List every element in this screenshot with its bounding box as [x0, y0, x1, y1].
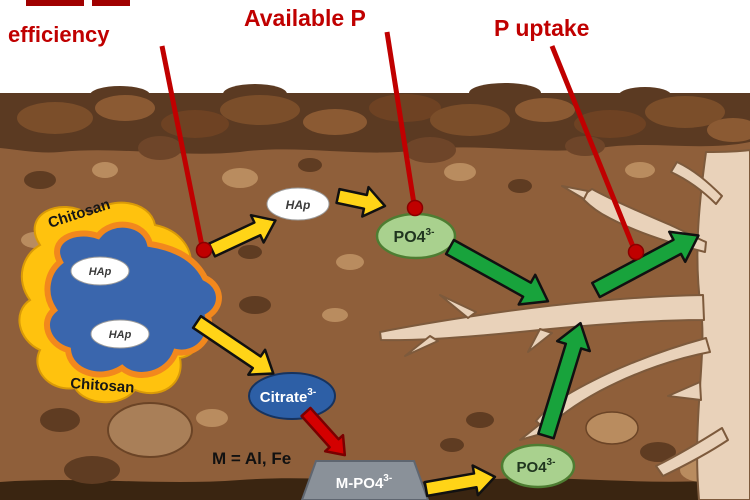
root-tip: [527, 328, 553, 353]
root-branch-upper-small: [670, 161, 723, 205]
arrow-root-uptake: [590, 230, 700, 299]
chitosan-label-bottom: Chitosan: [70, 375, 135, 396]
mpo4-complex: M-PO43- M = Al, Fe: [212, 449, 430, 500]
callout-dots: [195, 199, 645, 261]
callout-p-uptake-line: [549, 45, 637, 250]
callout-lines: [159, 31, 637, 250]
hap-pill-inside-2: [90, 319, 150, 349]
hap-pill-free: [266, 187, 330, 221]
hap-label-1: HAp: [89, 266, 112, 278]
po4-ion-bottom: PO43-: [500, 443, 576, 489]
arrow-mpo4-to-po4: [423, 464, 497, 498]
arrow-po4-to-root: [444, 238, 550, 306]
root-branch-bottom: [655, 427, 729, 477]
po4-top-sup: 3-: [426, 227, 435, 238]
po4-label-top: PO43-: [394, 227, 435, 246]
root-tip: [667, 381, 702, 401]
callout-available-p-line: [384, 31, 417, 205]
po4-top-base: PO4: [394, 229, 426, 246]
citrate-complex: Citrate3-: [248, 372, 336, 420]
citrate-base: Citrate: [260, 389, 308, 406]
root-tip: [404, 335, 439, 357]
scattered-stones: [21, 158, 727, 484]
released-hap: HAp: [266, 187, 330, 221]
po4-ellipse-bottom: [500, 443, 576, 489]
mpo4-label: M-PO43-: [336, 473, 392, 492]
po4-label-bottom: PO43-: [517, 457, 556, 476]
root-trunk: [696, 149, 750, 500]
root-tip: [561, 185, 589, 200]
root-branch-main: [379, 294, 705, 342]
efficiency-label: efficiency: [8, 22, 110, 47]
root-tip: [439, 294, 477, 319]
citrate-sup: 3-: [307, 387, 316, 398]
arrow-po4-bottom-up: [537, 321, 591, 440]
citrate-label: Citrate3-: [260, 387, 316, 406]
po4-bottom-base: PO4: [517, 459, 548, 476]
arrow-citrate-release: [191, 314, 275, 376]
mpo4-base: M-PO4: [336, 475, 384, 492]
mpo4-sup: 3-: [383, 473, 392, 484]
clipped-title-fragment: [26, 0, 130, 6]
po4-ion-top: PO43-: [375, 212, 457, 260]
citrate-ellipse: [248, 372, 336, 420]
callout-efficiency-line: [159, 45, 205, 247]
nanoparticle-blob: HAp HAp Chitosan Chitosan: [18, 196, 222, 404]
hap-label-3: HAp: [286, 198, 311, 212]
available-p-label: Available P: [244, 5, 366, 31]
p-uptake-label: P uptake: [494, 15, 590, 41]
process-arrows: [191, 185, 700, 498]
hap-label-2: HAp: [109, 329, 132, 341]
callout-p-uptake-dot: [627, 243, 645, 261]
callout-available-p-dot: [406, 199, 424, 217]
hap-pill-inside-1: [70, 256, 130, 286]
mpo4-trapezoid: [300, 460, 430, 500]
callout-efficiency-dot: [195, 241, 213, 259]
po4-bottom-sup: 3-: [547, 457, 556, 468]
arrow-citrate-to-mpo4: [300, 406, 347, 457]
arrow-hap-to-po4: [335, 185, 387, 218]
metal-legend: M = Al, Fe: [212, 449, 291, 468]
arrow-hap-release: [207, 214, 277, 258]
